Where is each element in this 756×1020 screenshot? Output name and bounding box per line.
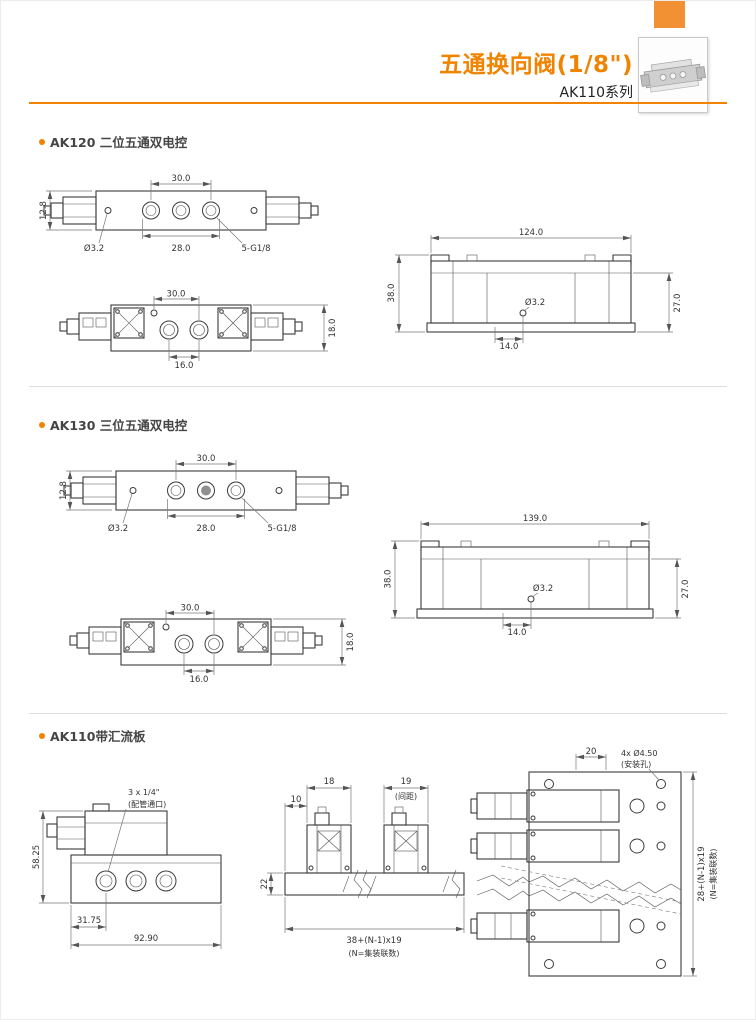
section-heading-label: AK130 三位五通双电控	[50, 418, 188, 433]
dim-19: 19	[401, 777, 412, 787]
valve-outline	[59, 304, 303, 352]
manifold-outline	[46, 803, 222, 904]
dim-height-note: (N=集装联数)	[708, 849, 718, 900]
dim-18: 18.0	[328, 319, 338, 338]
valve-outline	[63, 470, 349, 511]
corner-tab	[654, 1, 685, 28]
dim-27: 27.0	[673, 294, 683, 313]
section-divider	[29, 386, 727, 387]
page-title: 五通换向阀(1/8")	[439, 52, 633, 78]
dim-30: 30.0	[181, 604, 200, 614]
note-port-label: (配管通口)	[128, 799, 166, 809]
dimensions: 20 4x Ø4.50 (安装孔) 28+(N-1)x19 (N=集装联数)	[575, 747, 718, 977]
dim-18: 18	[324, 777, 335, 787]
dimensions: 30.0 12.8 Ø3.2 28.0 5-G1/8	[39, 174, 271, 254]
ak130-front-view-drawing: 30.0 12.8 Ø3.2 28.0 5-G1/8	[59, 454, 349, 534]
dim-58-25: 58.25	[32, 845, 42, 869]
dim-mount-holes: 4x Ø4.50	[621, 748, 657, 758]
dim-hole: Ø3.2	[84, 243, 104, 254]
manifold-outline	[284, 806, 465, 899]
valve-outline	[69, 618, 323, 666]
dim-16: 16.0	[190, 675, 209, 685]
dimensions: 30.0 16.0 18.0	[153, 290, 338, 371]
dim-12-8: 12.8	[59, 481, 69, 500]
product-thumbnail	[638, 37, 708, 113]
dim-mount-holes-label: (安装孔)	[621, 759, 651, 769]
section-heading-ak120: AK120 二位五通双电控	[39, 132, 187, 151]
ak130-side-view-drawing: 139.0 38.0 27.0 Ø3.2 14.0	[384, 514, 692, 638]
valve-outline	[416, 540, 654, 619]
bullet-icon	[39, 138, 45, 145]
manifold-top-view-drawing: 20 4x Ø4.50 (安装孔) 28+(N-1)x19 (N=集装联数)	[470, 747, 718, 977]
dim-38: 38.0	[384, 570, 394, 589]
dim-length-note: (N=集装联数)	[349, 948, 400, 958]
dim-28: 28.0	[172, 244, 191, 254]
dim-height-formula: 28+(N-1)x19	[697, 846, 707, 901]
dim-30: 30.0	[197, 454, 216, 464]
section-heading-label: AK120 二位五通双电控	[50, 135, 188, 150]
dim-92-90: 92.90	[134, 934, 158, 944]
dim-14: 14.0	[508, 628, 527, 638]
dimensions: 3 x 1/4" (配管通口) 58.25 31.75 92.90	[32, 788, 222, 949]
dim-12-8: 12.8	[39, 201, 49, 220]
dim-hole: Ø3.2	[525, 297, 545, 308]
dim-22: 22	[260, 879, 270, 890]
dimensions: 139.0 38.0 27.0 Ø3.2 14.0	[384, 514, 692, 638]
manifold-outline	[470, 771, 682, 977]
section-heading-ak130: AK130 三位五通双电控	[39, 415, 187, 434]
ak120-side-view-drawing: 124.0 38.0 27.0 Ø3.2 14.0	[387, 228, 683, 352]
valve-station-row	[470, 789, 666, 823]
section-heading-ak110: AK110带汇流板	[39, 726, 145, 745]
dimensions: 30.0 12.8 Ø3.2 28.0 5-G1/8	[59, 454, 297, 534]
note-port-size: 3 x 1/4"	[128, 788, 159, 797]
dim-18: 18.0	[346, 633, 356, 652]
valve-outline	[426, 254, 636, 333]
series-subtitle: AK110系列	[559, 85, 633, 101]
dimensions: 30.0 16.0 18.0	[165, 604, 356, 685]
dim-30: 30.0	[172, 174, 191, 184]
dim-length-formula: 38+(N-1)x19	[346, 936, 401, 946]
valve-station-row	[470, 909, 666, 943]
dimensions: 10 18 19 (间距) 22 38+(N-1)x19 (N=集装联数)	[260, 777, 465, 958]
valve-outline	[43, 190, 319, 231]
dim-19-label: (间距)	[395, 792, 417, 801]
dim-27: 27.0	[681, 580, 691, 599]
dim-38: 38.0	[387, 284, 397, 303]
bullet-icon	[39, 421, 45, 428]
dim-28: 28.0	[197, 524, 216, 534]
product-photo	[640, 58, 706, 93]
dim-hole: Ø3.2	[108, 523, 128, 534]
dim-139: 139.0	[523, 514, 547, 524]
dim-16: 16.0	[175, 361, 194, 371]
section-heading-label: AK110带汇流板	[50, 729, 146, 744]
dim-30: 30.0	[167, 290, 186, 300]
dim-10: 10	[291, 795, 302, 805]
dim-20: 20	[586, 747, 597, 757]
dim-124: 124.0	[519, 228, 543, 238]
dim-hole: Ø3.2	[533, 583, 553, 594]
dim-31-75: 31.75	[77, 916, 101, 926]
valve-station-row	[470, 829, 666, 863]
ak120-bottom-view-drawing: 30.0 16.0 18.0	[59, 290, 338, 371]
dim-ports: 5-G1/8	[241, 244, 270, 254]
ak120-front-view-drawing: 30.0 12.8 Ø3.2 28.0 5-G1/8	[39, 174, 319, 254]
dimensions: 124.0 38.0 27.0 Ø3.2 14.0	[387, 228, 683, 352]
section-divider	[29, 713, 727, 714]
header-rule	[29, 102, 727, 104]
page-header: 五通换向阀(1/8") AK110系列	[1, 45, 633, 102]
dim-ports: 5-G1/8	[267, 524, 296, 534]
bullet-icon	[39, 732, 45, 739]
dim-14: 14.0	[500, 342, 519, 352]
manifold-front-view-drawing: 10 18 19 (间距) 22 38+(N-1)x19 (N=集装联数)	[260, 777, 465, 958]
ak130-bottom-view-drawing: 30.0 16.0 18.0	[69, 604, 356, 685]
manifold-end-view-drawing: 3 x 1/4" (配管通口) 58.25 31.75 92.90	[32, 788, 222, 949]
